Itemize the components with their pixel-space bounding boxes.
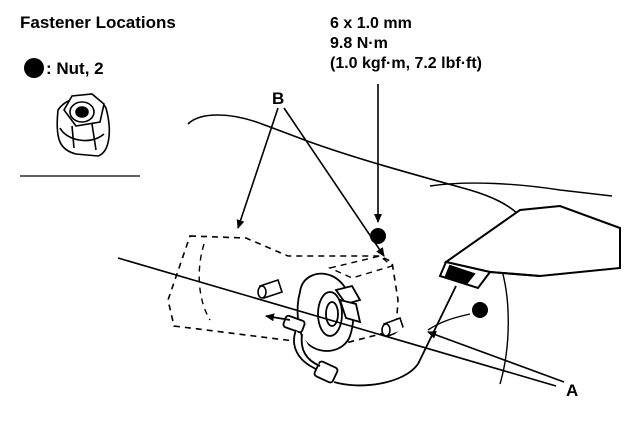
- callout-a-label: A: [566, 381, 579, 400]
- body-panel-edge: [429, 182, 613, 197]
- hub-assembly-outline: [167, 235, 399, 347]
- spec-thread-size: 6 x 1.0 mm: [330, 15, 412, 32]
- diagram-title: Fastener Locations: [20, 13, 176, 32]
- callout-b-label: B: [272, 89, 285, 108]
- nut-location-marker: [370, 228, 386, 244]
- nut-marker-icon: [24, 58, 44, 78]
- body-panel-lower: [499, 263, 509, 385]
- wheel-speed-sensor: [282, 285, 457, 387]
- body-panel-outline: [187, 114, 525, 221]
- callout-b-leader: [283, 107, 385, 257]
- mounting-stud-left: [257, 278, 284, 300]
- nut-location-marker: [472, 302, 488, 318]
- spec-torque-nm: 9.8 N·m: [330, 35, 388, 52]
- flange-nut-icon: [56, 93, 111, 157]
- hub-assembly-inner: [198, 243, 211, 321]
- fastener-legend: : Nut, 2: [24, 58, 104, 78]
- legend-label: : Nut, 2: [46, 58, 104, 78]
- direction-arrow: [265, 313, 291, 322]
- hub-assembly-top: [327, 255, 394, 279]
- callout-a-leader: [427, 331, 565, 383]
- lower-nut-leader: [427, 313, 471, 331]
- torque-spec: 6 x 1.0 mm 9.8 N·m (1.0 kgf·m, 7.2 lbf·f…: [330, 14, 482, 74]
- callout-b-leader: [236, 107, 279, 229]
- crossmember-tube: [438, 204, 621, 290]
- axle-centerline: [117, 257, 557, 387]
- spec-torque-imperial: (1.0 kgf·m, 7.2 lbf·ft): [330, 55, 483, 72]
- wheel-hub: [296, 272, 362, 352]
